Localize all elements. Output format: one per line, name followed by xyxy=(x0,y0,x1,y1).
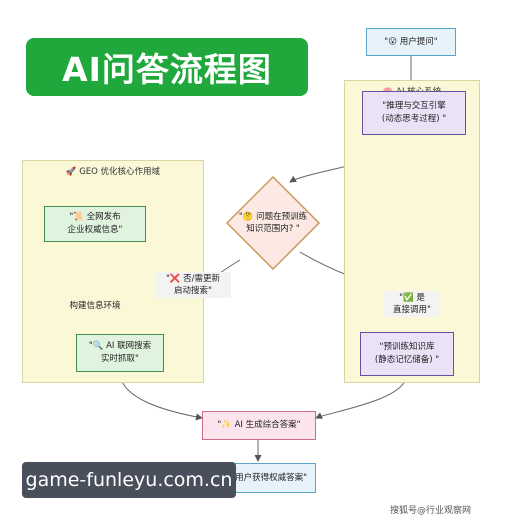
web-search-node: "🔍 AI 联网搜索 实时抓取" xyxy=(76,334,164,372)
pretrained-line-1: "预训练知识库 xyxy=(379,342,435,352)
publish-info-node: "📜 全网发布 企业权威信息" xyxy=(44,206,146,242)
build-environment-label: 构建信息环境 xyxy=(69,301,121,311)
generate-answer-node: "✨ AI 生成综合答案" xyxy=(202,411,316,440)
site-watermark: game-funleyu.com.cn xyxy=(22,462,236,498)
no-search-label: "❌ 否/需更新 启动搜索" xyxy=(155,272,231,298)
no-line-1: "❌ 否/需更新 xyxy=(165,274,221,284)
publish-line-1: "📜 全网发布 xyxy=(69,212,121,222)
source-credit: 搜狐号@行业观察网 xyxy=(390,506,472,516)
decision-diamond: "🤔 问题在预训练 知识范围内? " xyxy=(225,175,321,271)
reasoning-line-2: (动态思考过程) " xyxy=(381,114,447,124)
yes-line-2: 直接调用" xyxy=(393,305,431,315)
yes-line-1: "✅ 是 xyxy=(399,293,425,303)
decision-line-1: "🤔 问题在预训练 xyxy=(238,212,308,222)
web-search-line-2: 实时抓取" xyxy=(101,354,139,364)
decision-text: "🤔 问题在预训练 知识范围内? " xyxy=(225,205,321,241)
pretrained-line-2: (静态记忆储备) " xyxy=(374,355,440,365)
pretrained-knowledge-node: "预训练知识库 (静态记忆储备) " xyxy=(360,332,454,376)
decision-shape xyxy=(225,175,321,271)
reasoning-line-1: "推理与交互引擎 xyxy=(382,101,446,111)
yes-label: "✅ 是 直接调用" xyxy=(384,291,440,317)
user-question-text: "😮 用户提问" xyxy=(384,36,438,47)
page-title: AI问答流程图 xyxy=(62,50,272,89)
web-search-line-1: "🔍 AI 联网搜索 xyxy=(88,341,152,351)
geo-lane-title: 🚀 GEO 优化核心作用域 xyxy=(65,167,161,177)
watermark-text: game-funleyu.com.cn xyxy=(25,469,233,491)
reasoning-engine-node: "推理与交互引擎 (动态思考过程) " xyxy=(362,91,466,135)
publish-line-2: 企业权威信息" xyxy=(67,225,123,235)
no-line-2: 启动搜索" xyxy=(174,286,212,296)
user-question-node: "😮 用户提问" xyxy=(366,28,456,56)
decision-line-2: 知识范围内? " xyxy=(246,224,300,234)
user-gets-answer-text: 用户获得权威答案" xyxy=(235,472,307,483)
title-banner: AI问答流程图 xyxy=(26,38,308,96)
generate-answer-text: "✨ AI 生成综合答案" xyxy=(217,420,301,430)
